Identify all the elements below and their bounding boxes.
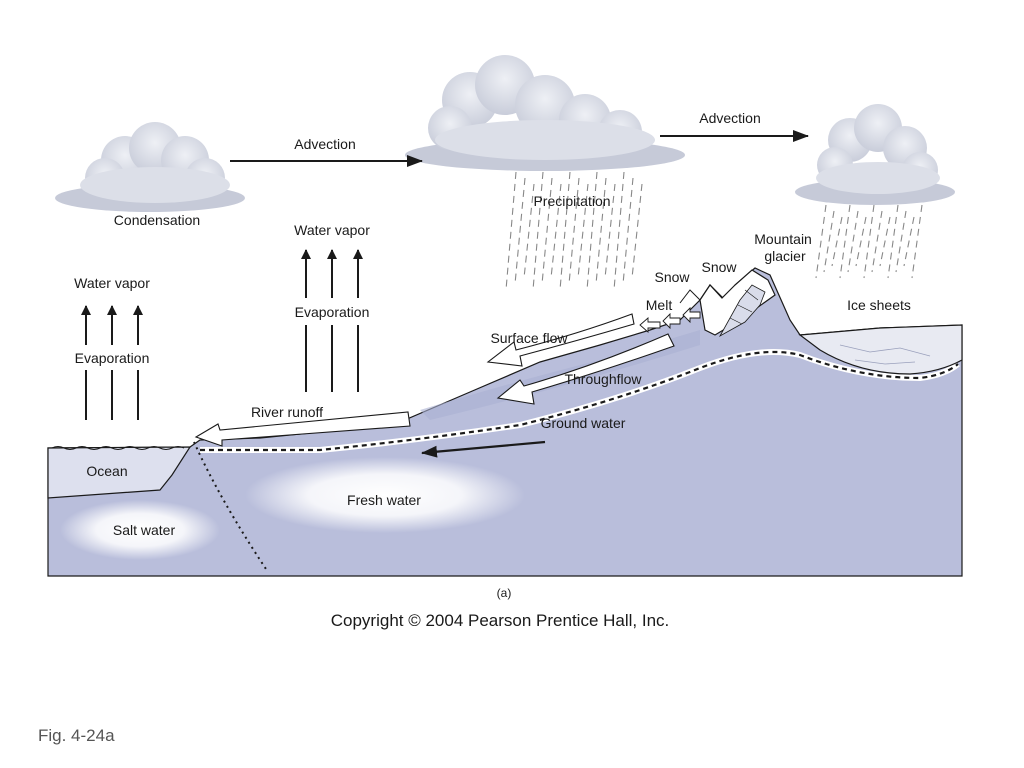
rain-streak bbox=[514, 177, 526, 285]
rain-streak bbox=[839, 204, 851, 279]
surface-flow-arrow bbox=[486, 313, 635, 367]
rain-streak bbox=[871, 210, 883, 273]
rain-streak bbox=[823, 210, 835, 273]
cloud-right bbox=[795, 104, 955, 205]
label-ice-sheets: Ice sheets bbox=[847, 297, 911, 313]
label-snow-right: Snow bbox=[701, 259, 737, 275]
evaporation-arrows-left bbox=[81, 305, 143, 420]
figure-number: Fig. 4-24a bbox=[38, 726, 115, 745]
figure-caption: (a) bbox=[497, 586, 512, 600]
river-runoff-arrow bbox=[194, 411, 411, 447]
label-melt: Melt bbox=[646, 297, 673, 313]
rain-streak bbox=[523, 183, 535, 279]
ocean bbox=[47, 446, 192, 499]
rain-streak bbox=[911, 204, 923, 279]
label-salt-water: Salt water bbox=[113, 522, 176, 538]
label-advection-left: Advection bbox=[294, 136, 355, 152]
label-fresh-water: Fresh water bbox=[347, 492, 421, 508]
evaporation-arrows-mid bbox=[301, 249, 363, 392]
rain-streak bbox=[631, 183, 643, 279]
melt-arrow-2 bbox=[662, 312, 681, 330]
label-evaporation-left: Evaporation bbox=[75, 350, 150, 366]
rain-streak bbox=[586, 171, 598, 291]
rain-streak bbox=[559, 171, 571, 291]
melt-arrow-3 bbox=[682, 306, 701, 324]
label-water-vapor-mid: Water vapor bbox=[294, 222, 370, 238]
label-advection-right: Advection bbox=[699, 110, 760, 126]
rain-streak bbox=[863, 204, 875, 279]
rain-streak bbox=[577, 183, 589, 279]
label-condensation: Condensation bbox=[114, 212, 200, 228]
mountain-glacier bbox=[679, 269, 776, 338]
rain-streak bbox=[550, 183, 562, 279]
label-water-vapor-left: Water vapor bbox=[74, 275, 150, 291]
label-precipitation: Precipitation bbox=[533, 193, 610, 209]
rain-streak bbox=[895, 210, 907, 273]
ice-sheet bbox=[798, 324, 963, 375]
rain-streak bbox=[855, 216, 867, 267]
label-snow-left: Snow bbox=[654, 269, 690, 285]
rain-streaks-precipitation bbox=[505, 171, 643, 291]
rain-streak bbox=[879, 216, 891, 267]
rain-streak bbox=[622, 177, 634, 285]
rain-streaks-right bbox=[815, 204, 923, 279]
copyright-notice: Copyright © 2004 Pearson Prentice Hall, … bbox=[331, 611, 670, 630]
fresh-water-region bbox=[245, 457, 525, 533]
label-river-runoff: River runoff bbox=[251, 404, 323, 420]
salt-water-region bbox=[60, 500, 220, 560]
rain-streak bbox=[532, 171, 544, 291]
throughflow-arrow bbox=[496, 333, 675, 405]
label-surface-flow: Surface flow bbox=[490, 330, 568, 346]
rain-streak bbox=[815, 204, 827, 279]
rain-streak bbox=[847, 210, 859, 273]
label-mountain-glacier: Mountain glacier bbox=[754, 231, 815, 264]
label-throughflow: Throughflow bbox=[564, 371, 642, 387]
cloud-precipitation bbox=[405, 55, 685, 171]
melt-arrow-1 bbox=[639, 317, 661, 333]
label-evaporation-mid: Evaporation bbox=[295, 304, 370, 320]
rain-streak bbox=[604, 183, 616, 279]
rain-streak bbox=[505, 171, 517, 291]
ground-water-arrow bbox=[421, 440, 546, 458]
water-table-dashes bbox=[200, 350, 959, 452]
rain-streak bbox=[595, 177, 607, 285]
rain-streak bbox=[887, 204, 899, 279]
rain-streak bbox=[613, 171, 625, 291]
cloud-condensation bbox=[55, 122, 245, 212]
rain-streak bbox=[541, 177, 553, 285]
rain-streak bbox=[568, 177, 580, 285]
rain-streak bbox=[831, 216, 843, 267]
rain-streak bbox=[903, 216, 915, 267]
label-ocean: Ocean bbox=[86, 463, 127, 479]
label-ground-water: Ground water bbox=[541, 415, 626, 431]
